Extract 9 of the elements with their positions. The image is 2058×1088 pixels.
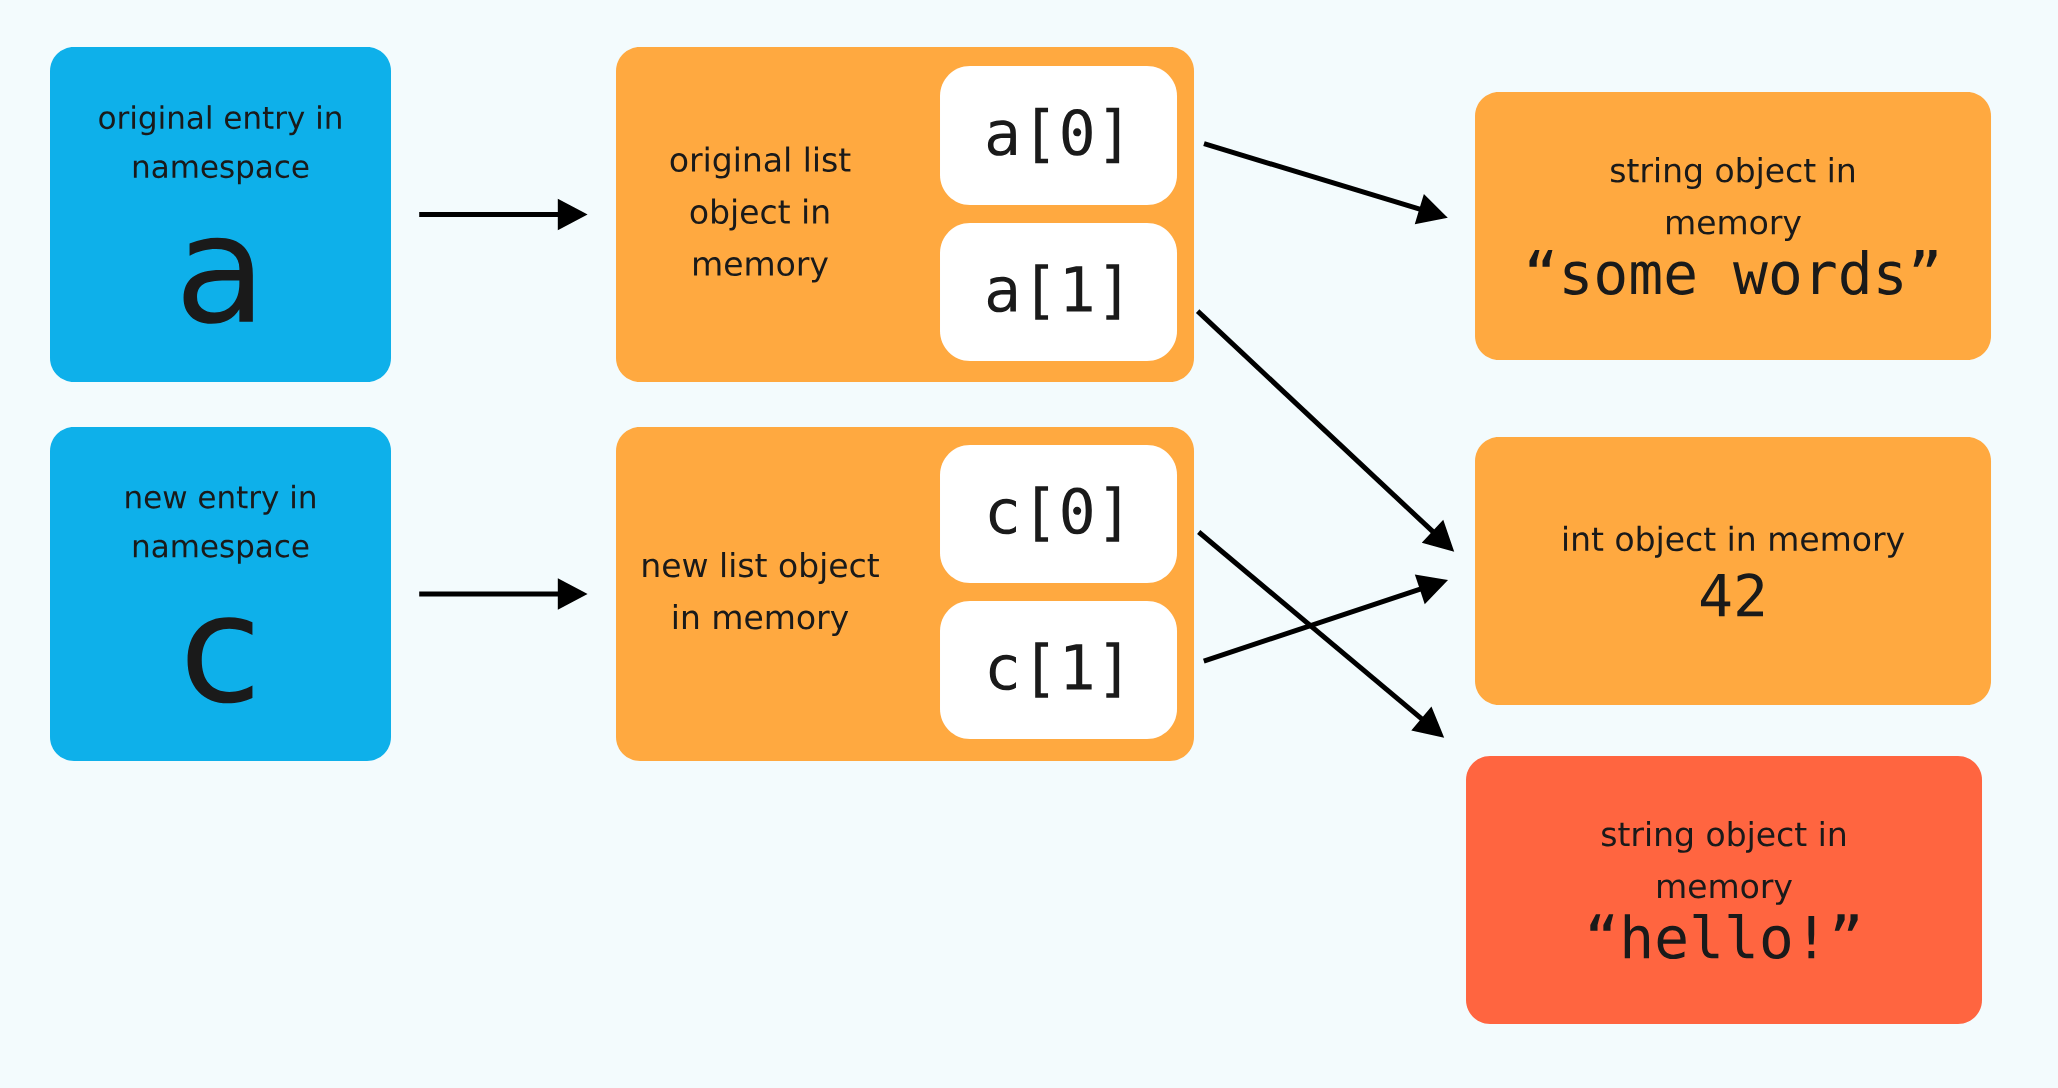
- object-box: int object in memory 42: [1475, 437, 1991, 705]
- namespace-entry-box: original entry in namespace a: [50, 47, 391, 382]
- namespace-entry-box: new entry in namespace c: [50, 427, 391, 761]
- list-item-box: c[1]: [940, 601, 1177, 739]
- object-box: string object in memory “some words”: [1475, 92, 1991, 360]
- list-item-box: a[1]: [940, 223, 1177, 361]
- list-item-box: c[0]: [940, 445, 1177, 583]
- list-item-box: a[0]: [940, 66, 1177, 205]
- object-box: string object in memory “hello!”: [1466, 756, 1982, 1024]
